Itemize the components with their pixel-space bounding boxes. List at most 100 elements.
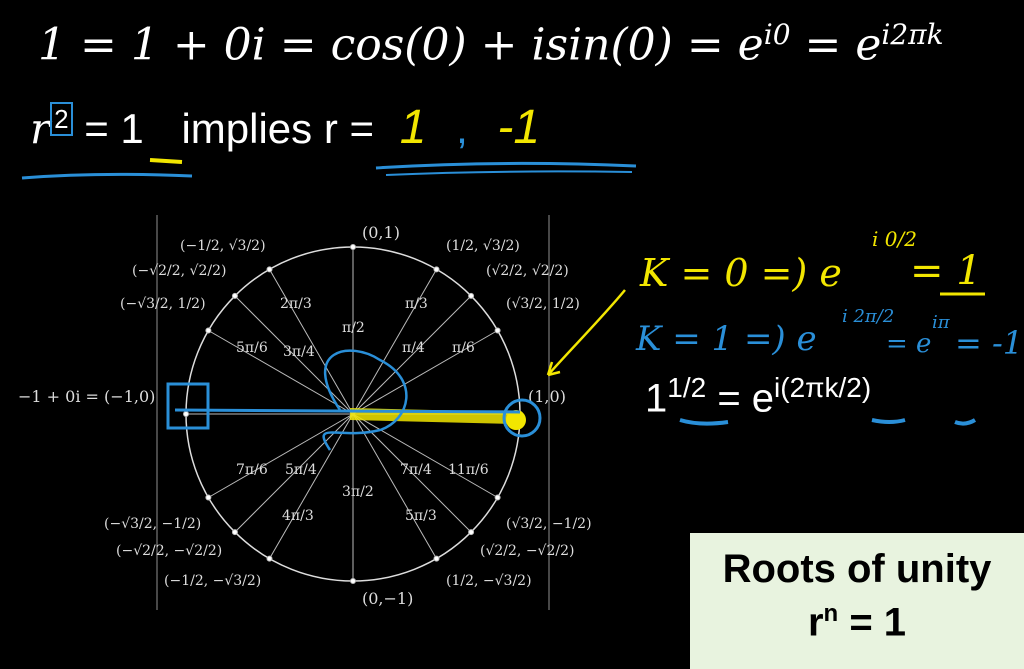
yellow-arrow-head — [546, 361, 561, 377]
formula-rest: = 1 — [838, 600, 907, 645]
circle-point-225 — [231, 529, 238, 536]
equation-exp2: i2πk — [881, 18, 944, 51]
spoke-135 — [234, 295, 354, 415]
point-120: (−1/2, √3/2) — [180, 238, 266, 254]
k1-mid: = e — [886, 329, 931, 359]
formula-r: r — [807, 600, 824, 645]
label-bottom: (0,−1) — [362, 589, 413, 608]
summary-formula: rn = 1 — [690, 600, 1024, 645]
point-225: (−√2/2, −√2/2) — [116, 543, 222, 559]
denominator-underline — [954, 418, 977, 426]
spoke-30 — [352, 330, 498, 415]
circle-point-240 — [266, 555, 273, 562]
angle-90: π/2 — [342, 320, 365, 336]
yellow-highlight — [349, 408, 513, 424]
spoke-330 — [352, 413, 498, 498]
underline-one — [149, 158, 183, 164]
k1-exp: i 2π/2 — [842, 306, 894, 327]
spoke-240 — [269, 413, 354, 559]
point-300: (1/2, −√3/2) — [446, 573, 532, 589]
k1-exp2: iπ — [932, 312, 951, 333]
k1-left: K = 1 =) e — [635, 319, 817, 359]
k0-exp: i 0/2 — [872, 227, 917, 251]
spoke-300 — [352, 413, 437, 559]
blue-rotation-arc — [322, 349, 408, 451]
circle-point-210 — [205, 494, 212, 501]
equation-text: 1 = 1 + 0i = cos(0) + isin(0) = e — [38, 19, 764, 71]
underline-r — [21, 172, 193, 180]
root-one: 1 — [399, 101, 427, 154]
handwritten-k0: K = 0 =) e i 0/2 = 1 — [639, 227, 982, 295]
spoke-315 — [352, 413, 472, 533]
label-right: (1,0) — [528, 387, 566, 406]
angle-240: 4π/3 — [282, 508, 314, 524]
blue-axis-stroke — [174, 408, 521, 414]
root-comma: , — [456, 105, 468, 152]
k0-result: = 1 — [910, 248, 982, 294]
angle-60: π/3 — [405, 296, 428, 312]
angle-300: 5π/3 — [405, 508, 437, 524]
angle-270: 3π/2 — [342, 484, 374, 500]
k-underline — [871, 418, 906, 424]
roots-of-unity-box: Roots of unity rn = 1 — [690, 533, 1024, 669]
angle-225: 5π/4 — [285, 462, 317, 478]
circle-point-30 — [494, 327, 501, 334]
k0-left: K = 0 =) e — [639, 251, 842, 295]
point-330: (√3/2, −1/2) — [506, 516, 592, 532]
spoke-60 — [352, 269, 437, 415]
spoke-120 — [269, 269, 354, 415]
circle-point-90 — [350, 244, 356, 250]
equation-eq: = e — [790, 19, 882, 71]
r-power: 2 — [50, 102, 73, 136]
spoke-210 — [208, 413, 354, 498]
equation-exp1: i0 — [763, 18, 791, 51]
circle-point-135 — [231, 292, 238, 299]
power-equation: 11/2 = ei(2πk/2) — [645, 372, 871, 421]
formula-n: n — [823, 600, 839, 627]
point-315: (√2/2, −√2/2) — [480, 543, 574, 559]
r-variable: r — [30, 104, 51, 153]
circle-point-60 — [433, 266, 440, 273]
spoke-45 — [352, 295, 472, 415]
circle-point-270 — [350, 578, 356, 584]
point-150: (−√3/2, 1/2) — [120, 296, 206, 312]
point-45: (√2/2, √2/2) — [486, 263, 569, 279]
equals-one: = 1 — [84, 105, 144, 152]
power-rhs: = e — [717, 376, 775, 421]
power-rhs-exp: i(2πk/2) — [774, 372, 872, 403]
underline-roots — [375, 161, 637, 170]
blue-circle-right — [502, 398, 542, 438]
circle-point-180 — [183, 411, 189, 417]
point-60: (1/2, √3/2) — [446, 238, 520, 254]
point-30: (√3/2, 1/2) — [506, 296, 580, 312]
point-210: (−√3/2, −1/2) — [104, 516, 201, 532]
label-top: (0,1) — [362, 223, 400, 242]
k1-result: = -1 — [955, 324, 1023, 362]
circle-point-300 — [433, 555, 440, 562]
angle-330: 11π/6 — [448, 462, 489, 478]
spoke-150 — [208, 330, 354, 415]
circle-point-45 — [468, 292, 475, 299]
summary-title: Roots of unity — [722, 547, 992, 591]
underline-roots-2 — [385, 170, 633, 176]
radial-spokes — [183, 244, 523, 584]
root-minus-one: -1 — [497, 101, 541, 154]
circle-point-120 — [266, 266, 273, 273]
power-exp: 1/2 — [667, 372, 707, 403]
blue-box-left — [166, 382, 210, 430]
circle-point-150 — [205, 327, 212, 334]
point-240: (−1/2, −√3/2) — [164, 573, 261, 589]
angle-210: 7π/6 — [236, 462, 268, 478]
circle-labels: (0,1) (0,−1) (1,0) −1 + 0i = (−1,0) (−1/… — [18, 223, 592, 608]
main-equation: 1 = 1 + 0i = cos(0) + isin(0) = ei0 = ei… — [38, 18, 944, 71]
angle-315: 7π/4 — [400, 462, 432, 478]
angle-120: 2π/3 — [280, 296, 312, 312]
angle-150: 5π/6 — [236, 340, 268, 356]
power-base: 1 — [645, 376, 668, 421]
circle-point-330 — [494, 494, 501, 501]
point-135: (−√2/2, √2/2) — [132, 263, 226, 279]
implies-text: implies r = — [181, 105, 375, 152]
yellow-dot — [506, 410, 526, 430]
